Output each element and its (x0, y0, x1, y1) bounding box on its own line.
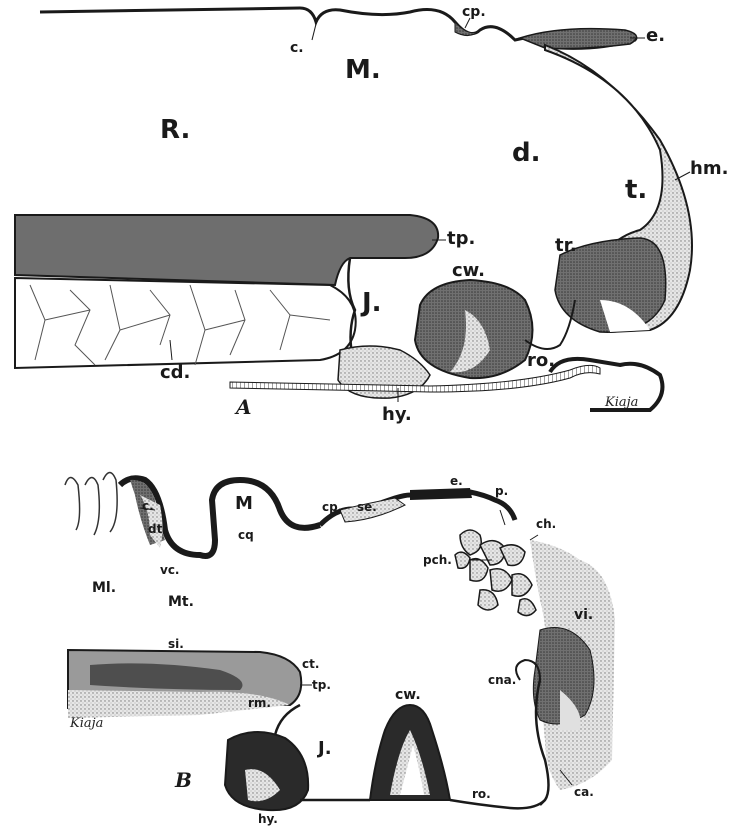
b-label-Mt: Mt. (168, 594, 194, 610)
b-label-vc: vc. (160, 563, 180, 577)
a-label-c: c. (290, 40, 304, 56)
a-label-hy: hy. (382, 404, 412, 425)
b-label-tp: tp. (312, 678, 331, 692)
b-label-Ml: Ml. (92, 580, 116, 596)
b-label-cq: cq (238, 528, 254, 542)
b-label-ro: ro. (472, 787, 491, 801)
a-label-ro: ro. (527, 350, 555, 371)
a-epiphysis (520, 29, 636, 49)
b-label-rm: rm. (248, 696, 271, 710)
b-label-pch: pch. (423, 553, 452, 567)
a-label-hm: hm. (690, 158, 728, 179)
b-label-se: se. (357, 500, 377, 514)
a-notochord (15, 278, 356, 368)
a-label-cp: cp. (462, 4, 486, 20)
b-floor-line (300, 800, 545, 808)
a-label-cd: cd. (160, 362, 190, 383)
b-label-si: si. (168, 637, 184, 651)
b-villi (65, 473, 117, 536)
b-epiphysis-strip (410, 488, 472, 500)
a-label-M: M. (345, 55, 381, 85)
b-label-ca: ca. (574, 785, 594, 799)
a-label-e: e. (646, 25, 665, 46)
b-label-p: p. (495, 484, 508, 498)
b-panel-letter: B (175, 768, 192, 792)
a-label-J: J. (362, 288, 382, 318)
b-label-cw: cw. (395, 687, 421, 703)
b-label-dt: dt. (148, 522, 167, 536)
b-label-cna: cna. (488, 673, 516, 687)
b-label-M: M (235, 493, 253, 514)
a-tissue-band (15, 215, 438, 285)
a-label-t: t. (625, 175, 647, 205)
b-label-ch: ch. (536, 517, 556, 531)
b-label-ct: ct. (302, 657, 319, 671)
b-label-J: J. (318, 738, 332, 759)
a-label-d: d. (512, 138, 541, 168)
b-label-hy: hy. (258, 812, 278, 826)
b-label-cp: cp. (322, 500, 342, 514)
b-artist-signature: Kiaja (70, 716, 103, 731)
b-label-c: c. (142, 499, 154, 513)
a-artist-signature: Kiaja (605, 395, 638, 410)
a-label-tp: tp. (447, 228, 475, 249)
a-label-cw: cw. (452, 260, 485, 281)
b-choroid-plexus (455, 530, 536, 616)
a-label-R: R. (160, 115, 190, 145)
b-label-vi: vi. (574, 607, 593, 623)
a-label-tr: tr. (555, 235, 577, 256)
b-label-e: e. (450, 474, 463, 488)
a-panel-letter: A (236, 395, 252, 419)
